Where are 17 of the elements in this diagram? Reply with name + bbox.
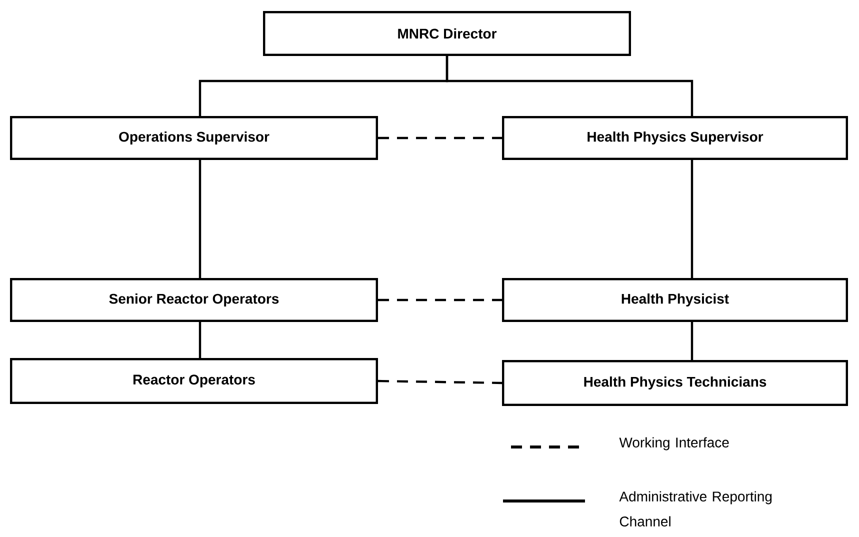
connector-line [198,158,202,280]
org-box: Reactor Operators [10,358,378,404]
org-box: Health Physics Supervisor [502,116,848,160]
org-box: Health Physics Technicians [502,360,848,406]
org-box: Health Physicist [502,278,848,322]
org-box: Operations Supervisor [10,116,378,160]
legend-label: Administrative Reporting Channel [619,491,772,526]
interface-line [378,136,502,140]
legend-label: Working Interface [619,437,729,450]
interface-line [378,298,502,302]
connector-line [446,56,694,118]
connector-line [690,158,694,280]
connector-line [690,320,694,362]
org-box: Senior Reactor Operators [10,278,378,322]
connector-line [198,320,202,360]
org-box: MNRC Director [263,11,631,56]
interface-line [378,380,502,384]
